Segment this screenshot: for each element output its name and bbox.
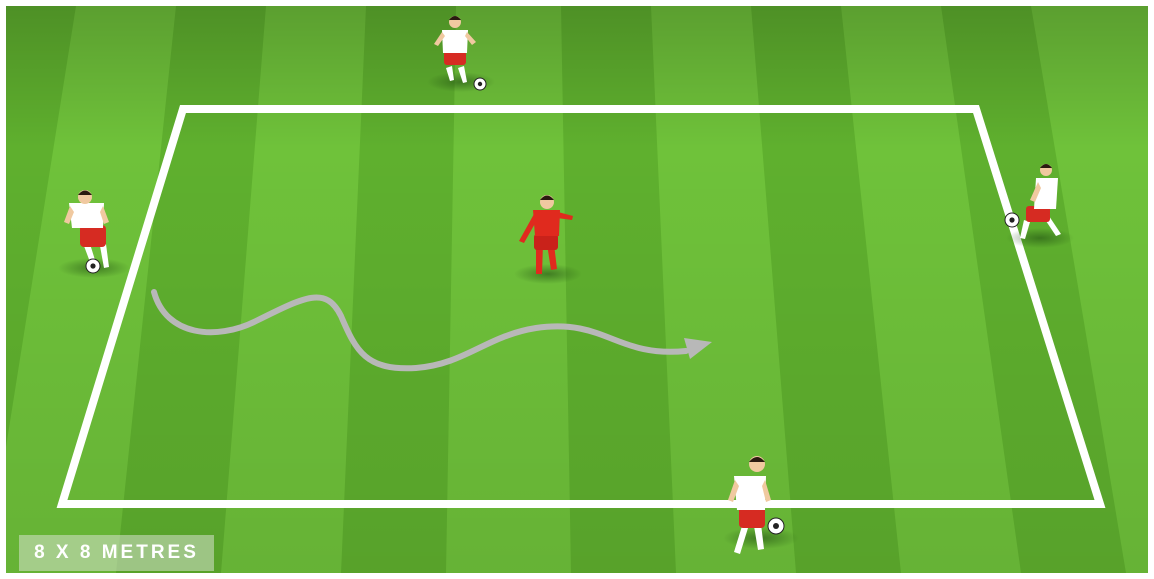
football-icon <box>1005 213 1019 227</box>
football-icon <box>768 518 784 534</box>
football-icon <box>86 259 100 273</box>
football-icon <box>474 78 486 90</box>
pitch-diagram <box>6 6 1148 573</box>
area-size-label: 8 X 8 METRES <box>19 535 214 571</box>
area-size-text: 8 X 8 METRES <box>34 542 199 564</box>
pitch <box>6 6 1148 573</box>
